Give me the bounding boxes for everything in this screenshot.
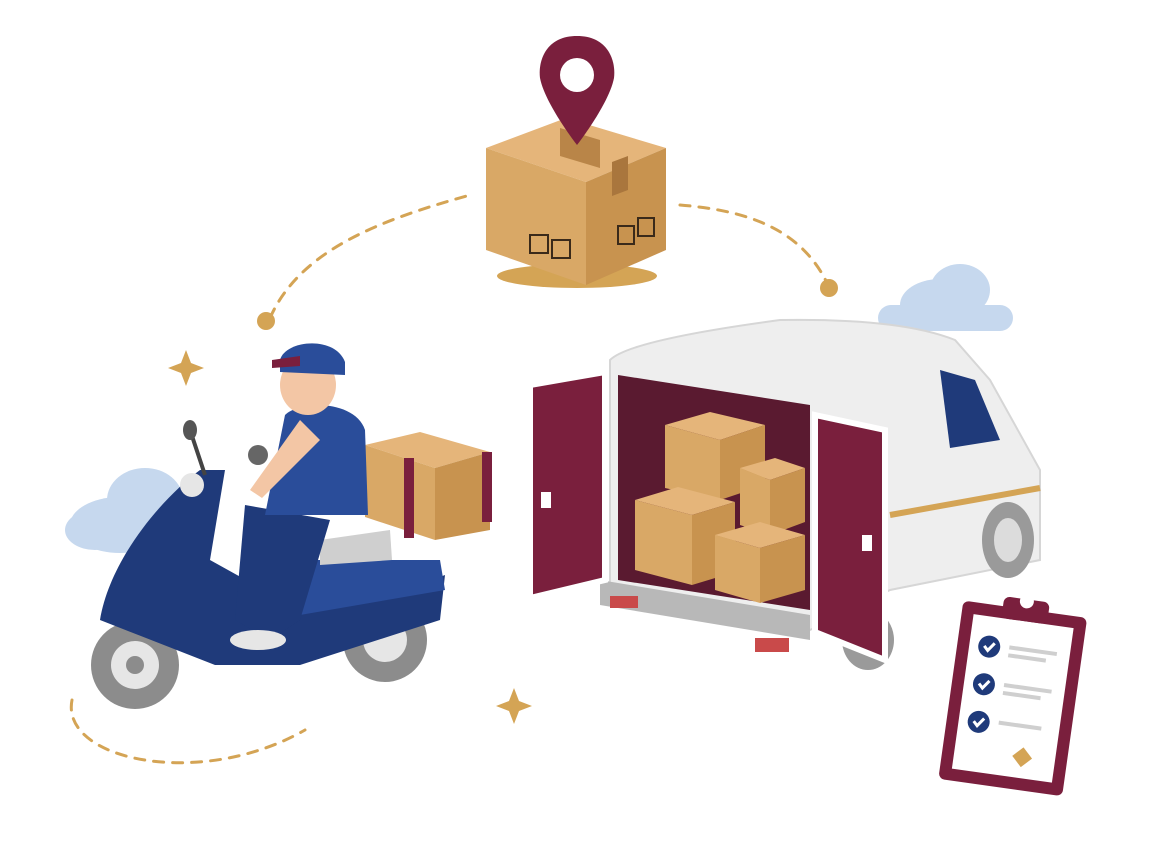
sparkle-icon <box>496 688 532 724</box>
delivery-van-icon <box>527 318 1041 670</box>
scooter-icon <box>91 420 492 709</box>
route-dot <box>820 279 838 297</box>
route-dot <box>257 312 275 330</box>
location-pin-icon <box>539 36 615 145</box>
delivery-rider <box>230 343 368 650</box>
clipboard-checklist-icon <box>939 594 1087 796</box>
package-icon <box>740 458 805 535</box>
floating-package <box>486 36 666 288</box>
cloud-icon <box>878 264 1013 331</box>
this-side-up-icon <box>529 217 655 259</box>
dashed-route <box>69 193 830 765</box>
sparkle-icon <box>168 350 204 386</box>
package-icon <box>715 522 805 603</box>
